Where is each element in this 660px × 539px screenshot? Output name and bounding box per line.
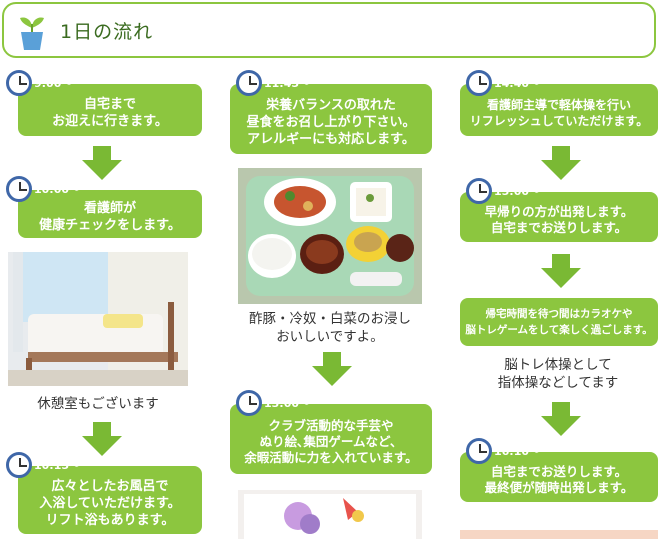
down-arrow-icon xyxy=(82,422,122,456)
step-bubble-1145: 栄養バランスの取れた 昼食をお召し上がり下さい。 アレルギーにも対応します。 xyxy=(230,84,432,154)
clock-icon xyxy=(466,178,492,204)
step-bubble-waiting: 帰宅時間を待つ間はカラオケや 脳トレゲームをして楽しく過ごします。 xyxy=(460,298,658,346)
bottom-photo-edge xyxy=(460,530,658,539)
section-header: 1日の流れ xyxy=(2,2,656,58)
exercise-caption: 脳トレ体操として 指体操などしてます xyxy=(497,357,619,391)
step-bubble-1300: クラブ活動的な手芸や ぬり絵､集団ゲームなど、 余暇活動に力を入れています。 xyxy=(230,404,432,474)
step-time: 16:10～ xyxy=(494,445,541,458)
step-bubble-1500: 早帰りの方が出発します。 自宅までお送りします。 xyxy=(460,192,658,242)
photo-caption: 休憩室もございます xyxy=(37,396,159,412)
step-time: 11:45～ xyxy=(264,77,311,90)
clock-icon xyxy=(236,70,262,96)
sprout-pot-icon xyxy=(20,17,44,50)
down-arrow-icon xyxy=(541,254,581,288)
down-arrow-icon xyxy=(312,352,352,386)
photo-caption: 酢豚・冷奴・白菜のお浸し おいしいですよ。 xyxy=(249,311,411,345)
step-bubble-0900: 自宅まで お迎えに行きます。 xyxy=(18,84,202,136)
lunch-photo xyxy=(238,168,422,304)
down-arrow-icon xyxy=(541,146,581,180)
step-time: 10:00～ xyxy=(34,183,81,196)
clock-icon xyxy=(6,70,32,96)
step-bubble-1440: 看護師主導で軽体操を行い リフレッシュしていただけます。 xyxy=(460,84,658,136)
step-time: 15:00～ xyxy=(494,185,541,198)
step-bubble-1015: 広々としたお風呂で 入浴していただけます。 リフト浴もあります。 xyxy=(18,466,202,534)
clock-icon xyxy=(6,176,32,202)
step-bubble-1000: 看護師が 健康チェックをします。 xyxy=(18,190,202,238)
clock-icon xyxy=(6,452,32,478)
step-time: 10:15～ xyxy=(34,459,81,472)
clock-icon xyxy=(466,70,492,96)
clock-icon xyxy=(466,438,492,464)
down-arrow-icon xyxy=(82,146,122,180)
step-time: 14:40～ xyxy=(494,77,541,90)
step-bubble-1610: 自宅までお送りします。 最終便が随時出発します。 xyxy=(460,452,658,502)
step-time: 9:00～ xyxy=(34,77,73,90)
clock-icon xyxy=(236,390,262,416)
rest-room-photo xyxy=(8,252,188,386)
down-arrow-icon xyxy=(541,402,581,436)
step-time: 13:00～ xyxy=(264,397,311,410)
crafts-photo xyxy=(238,490,422,539)
page-title: 1日の流れ xyxy=(60,21,154,43)
